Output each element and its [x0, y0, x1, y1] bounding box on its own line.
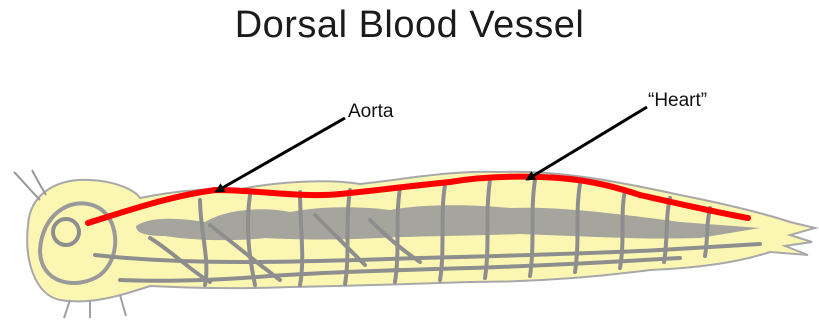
aorta-label: Aorta	[348, 101, 393, 123]
aorta-arrow	[217, 118, 345, 191]
heart-arrow	[528, 107, 647, 179]
heart-label: “Heart”	[648, 90, 707, 112]
